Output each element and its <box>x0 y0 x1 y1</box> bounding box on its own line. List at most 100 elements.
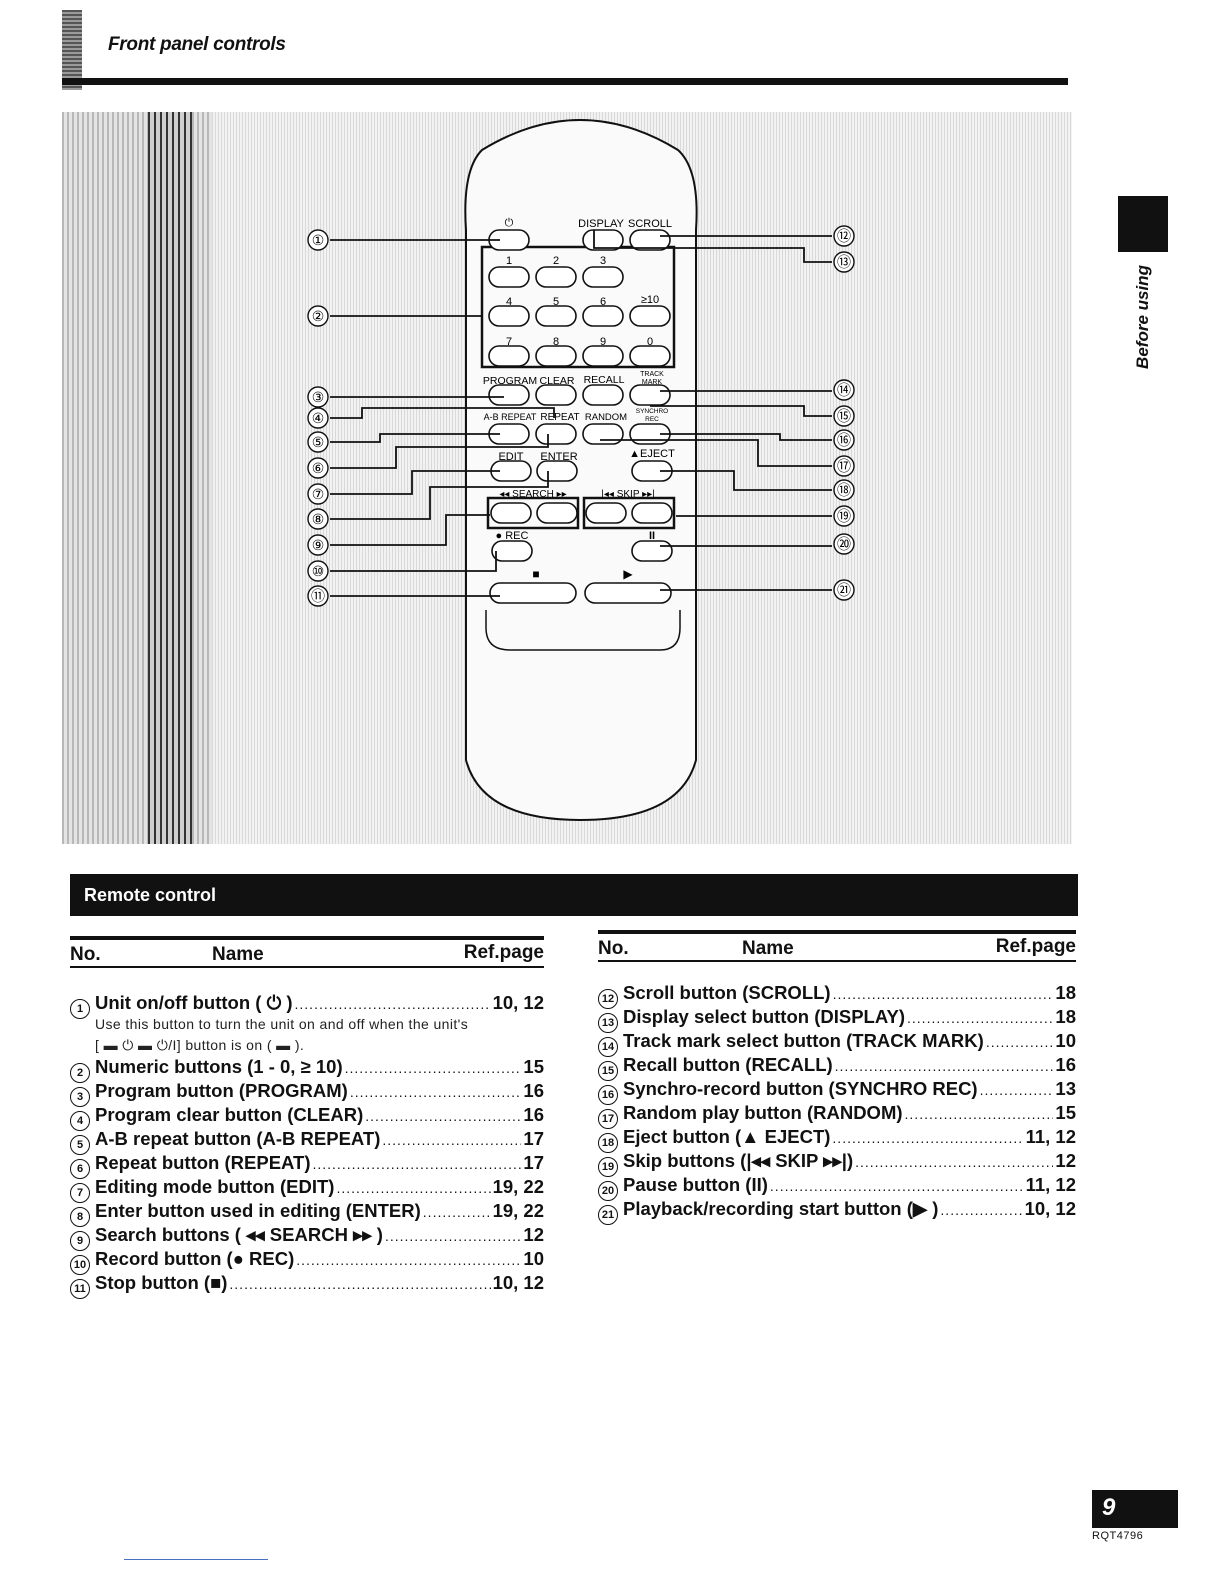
callout-circle <box>833 479 855 501</box>
row-name: Scroll button (SCROLL) <box>623 982 831 1003</box>
play-button[interactable] <box>584 582 672 604</box>
table-right: No. Name Ref.page 12 Scroll button (SCROL… <box>598 930 1076 1225</box>
callout-number: ⑧ <box>312 511 325 527</box>
key-0-button[interactable] <box>629 345 671 367</box>
rec-button[interactable] <box>491 540 533 562</box>
row-name: Track mark select button (TRACK MARK) <box>623 1030 984 1051</box>
stop-button[interactable] <box>489 582 577 604</box>
row-number: 13 <box>598 1013 618 1033</box>
row-name: Synchro-record button (SYNCHRO REC) <box>623 1078 978 1099</box>
callout-circle <box>307 229 329 251</box>
callout-lines <box>330 230 832 597</box>
random-label: RANDOM <box>585 412 627 423</box>
callout-number: ⑮ <box>837 408 851 424</box>
search-forward-button[interactable] <box>536 502 578 524</box>
key-7-button[interactable] <box>488 345 530 367</box>
leader-line <box>330 434 549 469</box>
row-name: Numeric buttons (1 - 0, ≥ 10) <box>95 1056 343 1077</box>
dot-leader <box>905 1106 1054 1122</box>
leader-line <box>593 230 832 263</box>
row-number: 8 <box>70 1207 90 1227</box>
clear-button[interactable] <box>535 384 577 406</box>
key-1-button[interactable] <box>488 266 530 288</box>
page-title: Front panel controls <box>108 34 286 55</box>
illustration-shading-dark <box>148 112 192 844</box>
header-name: Name <box>742 938 794 959</box>
row-number: 15 <box>598 1061 618 1081</box>
row-name: Enter button used in editing (ENTER) <box>95 1200 421 1221</box>
row-ref-page: 19, 22 <box>492 1176 544 1197</box>
row-number: 18 <box>598 1133 618 1153</box>
row-name: Display select button (DISPLAY) <box>623 1006 906 1027</box>
callout-number: ⑳ <box>837 536 851 552</box>
callout-circle <box>833 225 855 247</box>
pause-button[interactable] <box>631 540 673 562</box>
rec-label: ● REC <box>496 530 529 542</box>
callout-number: ⑫ <box>837 228 851 244</box>
row-ref-page: 16 <box>1055 1054 1076 1075</box>
key-4-button[interactable] <box>488 305 530 327</box>
skip-frame <box>582 496 676 530</box>
display-button[interactable] <box>582 229 624 251</box>
scroll-button[interactable] <box>629 229 671 251</box>
row-number: 5 <box>70 1135 90 1155</box>
callout-circle <box>307 508 329 530</box>
key-3-button[interactable] <box>582 266 624 288</box>
row-ref-page: 15 <box>1055 1102 1076 1123</box>
page-number-badge: 9 <box>1092 1490 1178 1528</box>
row-ref-page: 13 <box>1055 1078 1076 1099</box>
remote-body <box>464 119 698 822</box>
remote-labels: ⏻ DISPLAY SCROLL 1 2 3 4 5 6 ≥10 7 8 9 0… <box>483 217 675 581</box>
dot-leader <box>855 1154 1053 1170</box>
key-10-button[interactable] <box>629 305 671 327</box>
callout-circle <box>307 483 329 505</box>
dot-leader <box>385 1228 521 1244</box>
header-name: Name <box>212 944 264 965</box>
row-ref-page: 12 <box>1055 1150 1076 1171</box>
key-10-label: ≥10 <box>641 294 659 306</box>
recall-button[interactable] <box>582 384 624 406</box>
row-ref-page: 17 <box>523 1152 544 1173</box>
random-button[interactable] <box>582 423 624 445</box>
dot-leader <box>907 1010 1053 1026</box>
row-ref-page: 11, 12 <box>1025 1126 1076 1147</box>
track-mark-button[interactable] <box>629 384 671 406</box>
key-5-label: 5 <box>553 296 559 308</box>
key-9-button[interactable] <box>582 345 624 367</box>
dot-leader <box>382 1132 521 1148</box>
key-6-button[interactable] <box>582 305 624 327</box>
callout-number: ④ <box>312 410 325 426</box>
row-number: 14 <box>598 1037 618 1057</box>
program-button[interactable] <box>488 384 530 406</box>
key-8-button[interactable] <box>535 345 577 367</box>
table-row: 5A-B repeat button (A-B REPEAT)17 <box>70 1128 544 1155</box>
leader-line <box>330 470 500 495</box>
section-banner: Remote control <box>70 874 1078 916</box>
header-no: No. <box>70 944 101 965</box>
callout-number: ⑬ <box>837 254 851 270</box>
remote-panel-edge <box>485 610 681 651</box>
key-1-label: 1 <box>506 255 512 267</box>
key-5-button[interactable] <box>535 305 577 327</box>
repeat-button[interactable] <box>535 423 577 445</box>
callout-circle <box>833 429 855 451</box>
callout-number: ⑰ <box>837 458 851 474</box>
row-number: 3 <box>70 1087 90 1107</box>
row-name: Unit on/off button ( ⏻ ) <box>95 992 293 1013</box>
skip-forward-button[interactable] <box>631 502 673 524</box>
table-header: No. Name Ref.page <box>598 934 1076 962</box>
row-number: 19 <box>598 1157 618 1177</box>
key-2-button[interactable] <box>535 266 577 288</box>
search-back-button[interactable] <box>490 502 532 524</box>
skip-back-button[interactable] <box>585 502 627 524</box>
callout-circle <box>833 251 855 273</box>
dot-leader <box>229 1276 490 1292</box>
enter-button[interactable] <box>536 460 578 482</box>
